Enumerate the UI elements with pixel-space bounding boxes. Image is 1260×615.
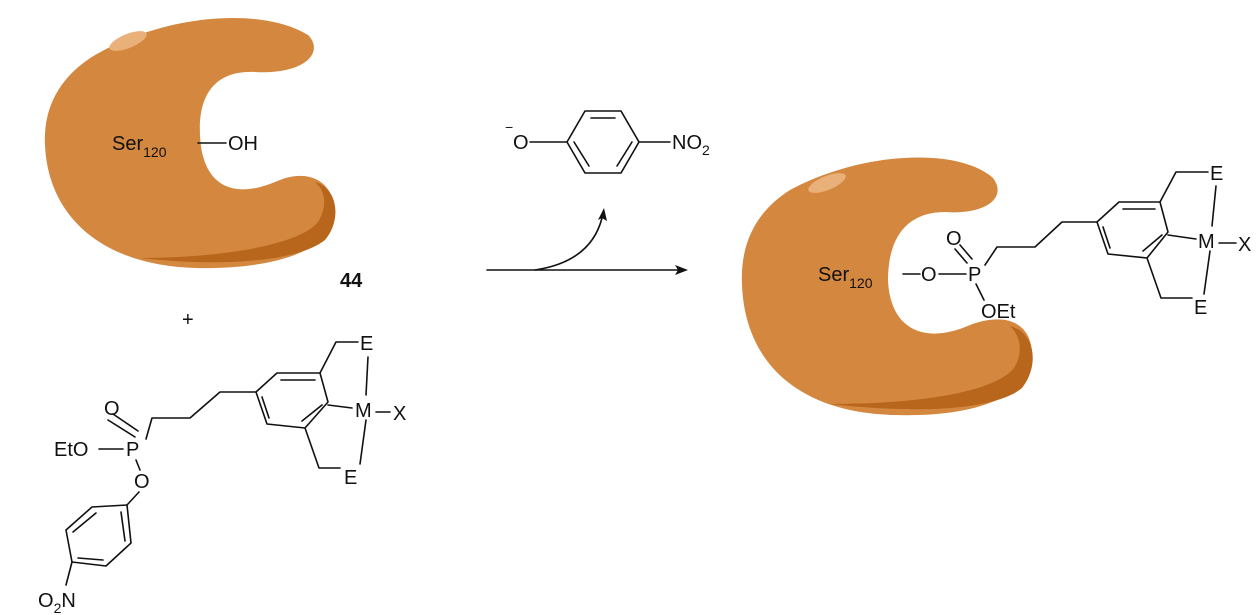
donor-e-bottom: E bbox=[344, 467, 357, 489]
plus-sign: + bbox=[182, 309, 194, 331]
product-ser-label: Ser120 bbox=[818, 264, 873, 291]
bridge-oxygen: O bbox=[921, 264, 937, 286]
negative-charge: − bbox=[505, 119, 513, 135]
ser-label: Ser120 bbox=[112, 133, 167, 160]
phenoxide-oxygen: O bbox=[513, 132, 529, 154]
product-metal: M bbox=[1198, 231, 1215, 253]
metal-label: M bbox=[355, 400, 372, 422]
enzyme-body bbox=[44, 17, 336, 269]
product-donor-e-bottom: E bbox=[1194, 297, 1207, 319]
phosphorus-label: P bbox=[126, 439, 139, 461]
product-phosphorus: P bbox=[968, 264, 981, 286]
product-enzyme-highlight bbox=[808, 173, 846, 193]
hydroxyl-label: OH bbox=[228, 133, 258, 155]
nitro-label: NO2 bbox=[672, 132, 710, 158]
product-ligand-x: X bbox=[1238, 234, 1251, 256]
enzyme-product: Ser120 O P O OEt E E M X bbox=[741, 157, 1251, 416]
product-carbonyl-oxygen: O bbox=[946, 228, 962, 250]
enzyme-highlight bbox=[109, 31, 147, 51]
product-ethoxy: OEt bbox=[981, 301, 1016, 323]
nitro-group: O2N bbox=[38, 590, 76, 615]
pincer-ring bbox=[255, 372, 329, 429]
product-enzyme-body bbox=[741, 157, 1033, 416]
product-donor-e-top: E bbox=[1210, 163, 1223, 185]
donor-e-top: E bbox=[360, 333, 373, 355]
enzyme-reactant: Ser120 OH bbox=[44, 17, 336, 269]
ester-oxygen: O bbox=[134, 471, 150, 493]
product-enzyme-shade bbox=[830, 326, 1033, 410]
ethoxy-label: EtO bbox=[54, 439, 88, 461]
reagent-44: O EtO P O O2N E E M X bbox=[38, 333, 406, 615]
compound-number: 44 bbox=[340, 270, 363, 292]
leaving-group: − O NO2 bbox=[505, 110, 710, 174]
enzyme-shade bbox=[140, 182, 336, 263]
carbonyl-oxygen: O bbox=[104, 398, 120, 420]
nitrophenoxide-ring bbox=[566, 110, 640, 174]
reaction-arrow bbox=[486, 208, 688, 275]
ligand-x: X bbox=[393, 403, 406, 425]
product-pincer-ring bbox=[1096, 201, 1169, 259]
